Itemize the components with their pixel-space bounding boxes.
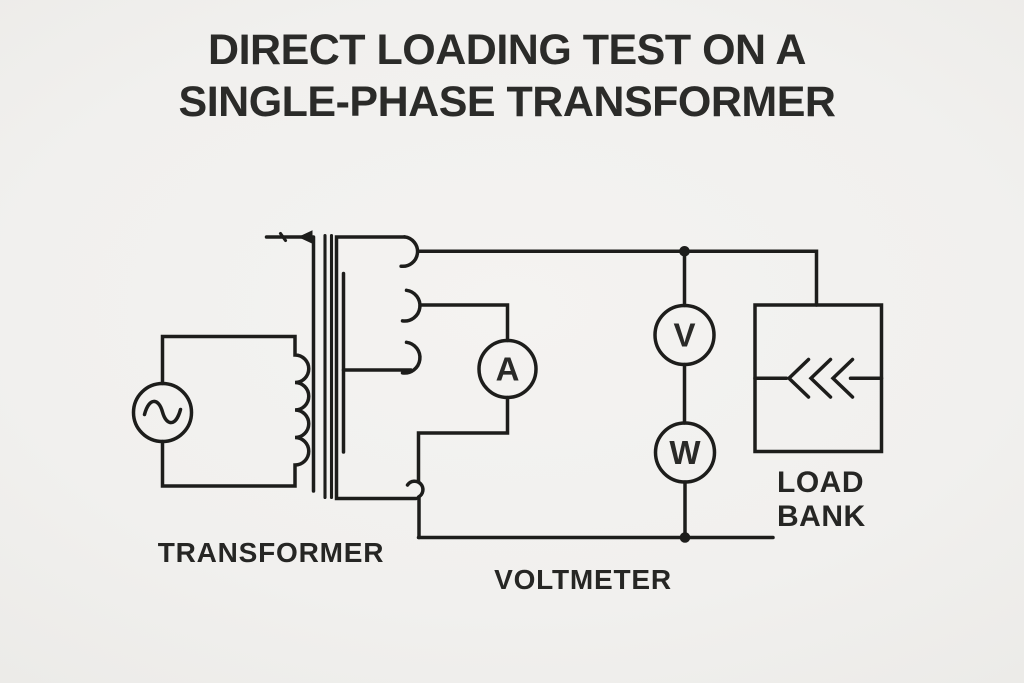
- secondary-turn-2: [400, 288, 422, 323]
- primary-winding-loop: [160, 334, 311, 488]
- wattmeter-label: W: [669, 434, 701, 471]
- sine-wave-icon: [142, 399, 183, 425]
- secondary-turn-4: [405, 479, 425, 499]
- junction-dot-bottom: [679, 532, 691, 543]
- voltmeter-caption: VOLTMETER: [494, 564, 672, 595]
- secondary-spine: [334, 235, 418, 501]
- page-title-line1: DIRECT LOADING TEST ON A: [208, 26, 806, 74]
- secondary-turn-1: [399, 235, 420, 268]
- transformer-caption: TRANSFORMER: [158, 537, 385, 568]
- left-arrow-icon: [298, 230, 313, 244]
- arrow-tick: [278, 231, 288, 243]
- ammeter-in-wire: [419, 303, 510, 343]
- junction-dot-top: [679, 246, 690, 257]
- secondary-turn-3: [400, 340, 422, 375]
- voltmeter-label: V: [673, 317, 695, 354]
- page-title-line2: SINGLE-PHASE TRANSFORMER: [179, 78, 836, 126]
- ammeter-label: A: [496, 351, 520, 388]
- left-chevron-icon-3: [830, 357, 855, 399]
- ammeter-return-wire: [416, 395, 510, 484]
- load-bank-caption-line1: LOAD: [777, 466, 864, 499]
- load-bank-caption-line2: BANK: [777, 500, 866, 533]
- left-chevron-icon-1: [786, 357, 811, 399]
- left-chevron-icon-2: [808, 357, 833, 399]
- top-rail-wire: [417, 249, 819, 307]
